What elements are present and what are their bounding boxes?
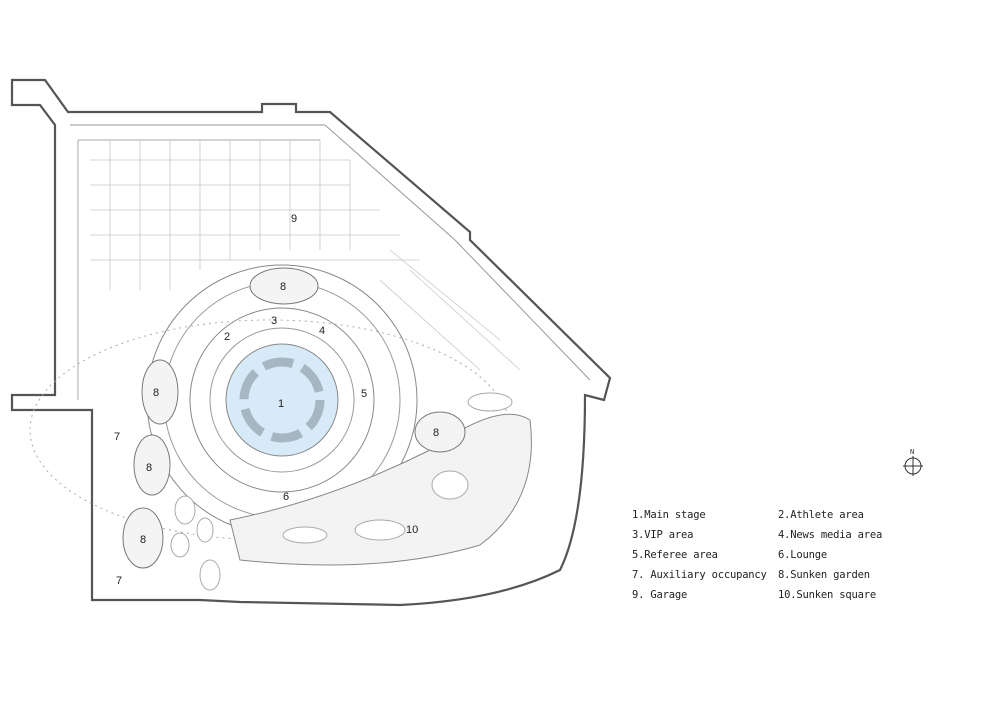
label-2: 2 bbox=[224, 331, 230, 343]
label-5: 5 bbox=[361, 388, 367, 400]
label-6: 6 bbox=[283, 491, 289, 503]
legend-item: 8.Sunken garden bbox=[778, 569, 870, 581]
garage-grid bbox=[90, 140, 521, 371]
label-8e: 8 bbox=[140, 534, 146, 546]
label-8d: 8 bbox=[433, 427, 439, 439]
label-9: 9 bbox=[291, 213, 297, 225]
label-7: 7 bbox=[114, 431, 120, 443]
legend: 1.Main stage 2.Athlete area 3.VIP area 4… bbox=[632, 508, 892, 602]
north-arrow-icon: N bbox=[903, 448, 923, 476]
label-8b: 8 bbox=[153, 387, 159, 399]
legend-item: 7. Auxiliary occupancy bbox=[632, 569, 767, 581]
north-label: N bbox=[910, 448, 914, 456]
legend-item: 4.News media area bbox=[778, 529, 883, 541]
legend-item: 9. Garage bbox=[632, 589, 688, 601]
site-outline bbox=[10, 78, 612, 607]
label-1: 1 bbox=[278, 398, 284, 410]
label-3: 3 bbox=[271, 315, 277, 327]
legend-item: 3.VIP area bbox=[632, 529, 694, 541]
label-10: 10 bbox=[406, 524, 418, 536]
legend-item: 10.Sunken square bbox=[778, 589, 876, 601]
label-4: 4 bbox=[319, 325, 325, 337]
label-7b: 7 bbox=[116, 575, 122, 587]
legend-item: 5.Referee area bbox=[632, 549, 718, 561]
legend-item: 6.Lounge bbox=[778, 549, 827, 561]
label-8c: 8 bbox=[146, 462, 152, 474]
label-8: 8 bbox=[280, 281, 286, 293]
legend-item: 1.Main stage bbox=[632, 509, 706, 521]
legend-item: 2.Athlete area bbox=[778, 509, 864, 521]
